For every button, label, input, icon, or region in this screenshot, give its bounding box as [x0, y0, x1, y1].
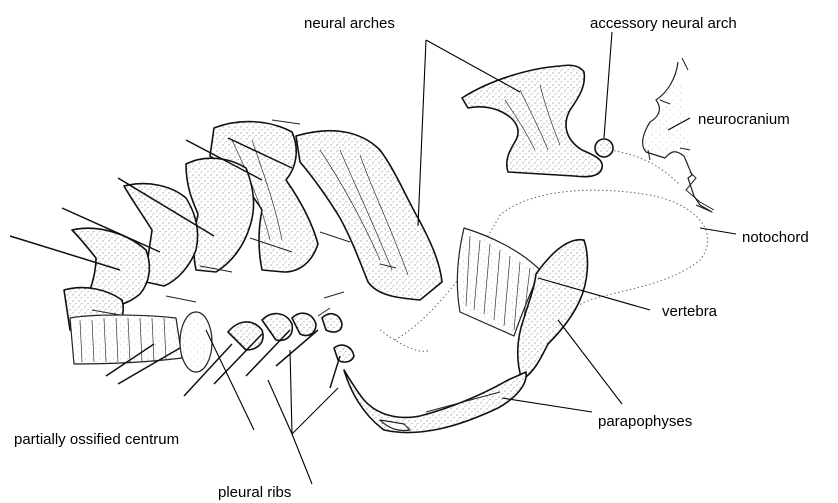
label-pleural-ribs: pleural ribs [218, 484, 291, 501]
upper-neural-arch-shape [462, 65, 602, 176]
label-vertebra: vertebra [662, 303, 718, 320]
label-neural-arches: neural arches [304, 15, 395, 32]
centrum-shape [70, 312, 212, 372]
parapophyses-shape [344, 370, 526, 433]
neurocranium-shape [643, 58, 714, 212]
label-neurocranium: neurocranium [698, 111, 790, 128]
label-parapophyses: parapophyses [598, 413, 692, 430]
vertebra-shape [457, 228, 587, 380]
label-accessory-neural-arch: accessory neural arch [590, 15, 737, 32]
neural-arch-series [10, 120, 442, 336]
accessory-neural-arch-shape [595, 139, 613, 157]
label-partially-ossified-centrum: partially ossified centrum [14, 431, 179, 448]
label-notochord: notochord [742, 229, 809, 246]
